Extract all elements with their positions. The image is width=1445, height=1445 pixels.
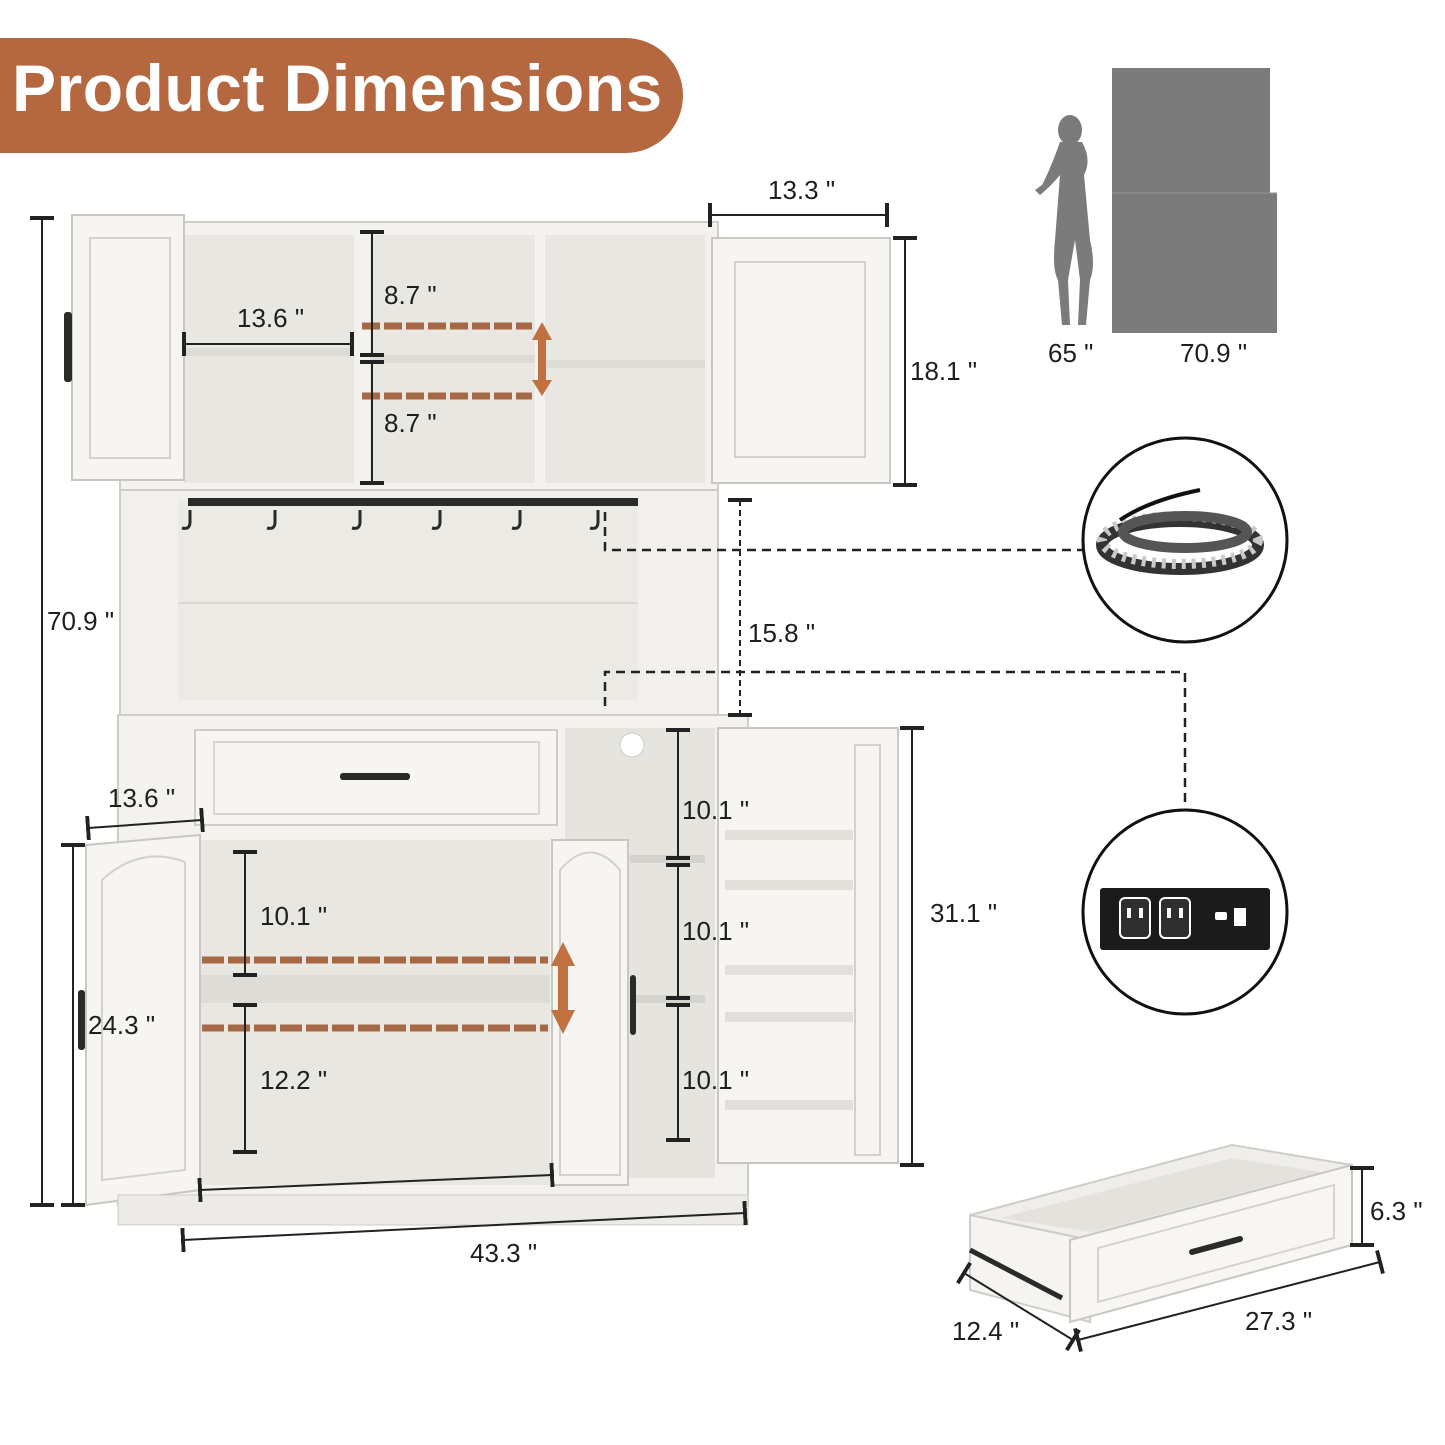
base-shelf-gap-top-label: 10.1 "	[260, 901, 328, 931]
drawer-height-label: 6.3 "	[1370, 1196, 1423, 1226]
person-height-label: 65 "	[1048, 338, 1094, 368]
cabinet-illustration	[64, 214, 899, 1226]
adjustable-shelf-markers	[202, 322, 548, 1032]
led-strip-callout	[1081, 436, 1289, 644]
overall-width-label: 43.3 "	[470, 1238, 538, 1268]
led-strip-icon	[1096, 488, 1264, 575]
page-title: Product Dimensions	[12, 51, 663, 125]
overall-height-label: 70.9 "	[47, 606, 115, 636]
base-depth-label: 13.6 "	[108, 783, 176, 813]
side-cabinet-height-label: 31.1 "	[930, 898, 998, 928]
drawer-illustration	[968, 1143, 1353, 1324]
base-door-height-label: 24.3 "	[88, 1010, 156, 1040]
side-shelf-gap-1-label: 10.1 "	[682, 795, 750, 825]
up-down-arrow-icon	[532, 322, 575, 1034]
base-shelf-gap-bottom-label: 12.2 "	[260, 1065, 328, 1095]
side-shelf-gap-2-label: 10.1 "	[682, 916, 750, 946]
upper-shelf-gap-top-label: 8.7 "	[384, 280, 437, 310]
upper-shelf-gap-bottom-label: 8.7 "	[384, 408, 437, 438]
cabinet-height-compare-label: 70.9 "	[1180, 338, 1248, 368]
side-shelf-gap-3-label: 10.1 "	[682, 1065, 750, 1095]
upper-shelf-width-label: 13.6 "	[237, 303, 305, 333]
woman-silhouette-icon	[1035, 115, 1093, 325]
hutch-height-label: 15.8 "	[748, 618, 816, 648]
cabinet-silhouette	[1112, 68, 1277, 333]
drawer-dimension-lines	[956, 1166, 1385, 1353]
upper-depth-label: 13.3 "	[768, 175, 836, 205]
drawer-depth-label: 12.4 "	[952, 1316, 1020, 1346]
dimension-lines	[30, 203, 924, 1253]
drawer-width-label: 27.3 "	[1245, 1306, 1313, 1336]
power-outlet-icon	[1100, 888, 1270, 950]
title-banner	[0, 38, 683, 153]
callout-connectors	[603, 512, 1187, 808]
upper-height-label: 18.1 "	[910, 356, 978, 386]
